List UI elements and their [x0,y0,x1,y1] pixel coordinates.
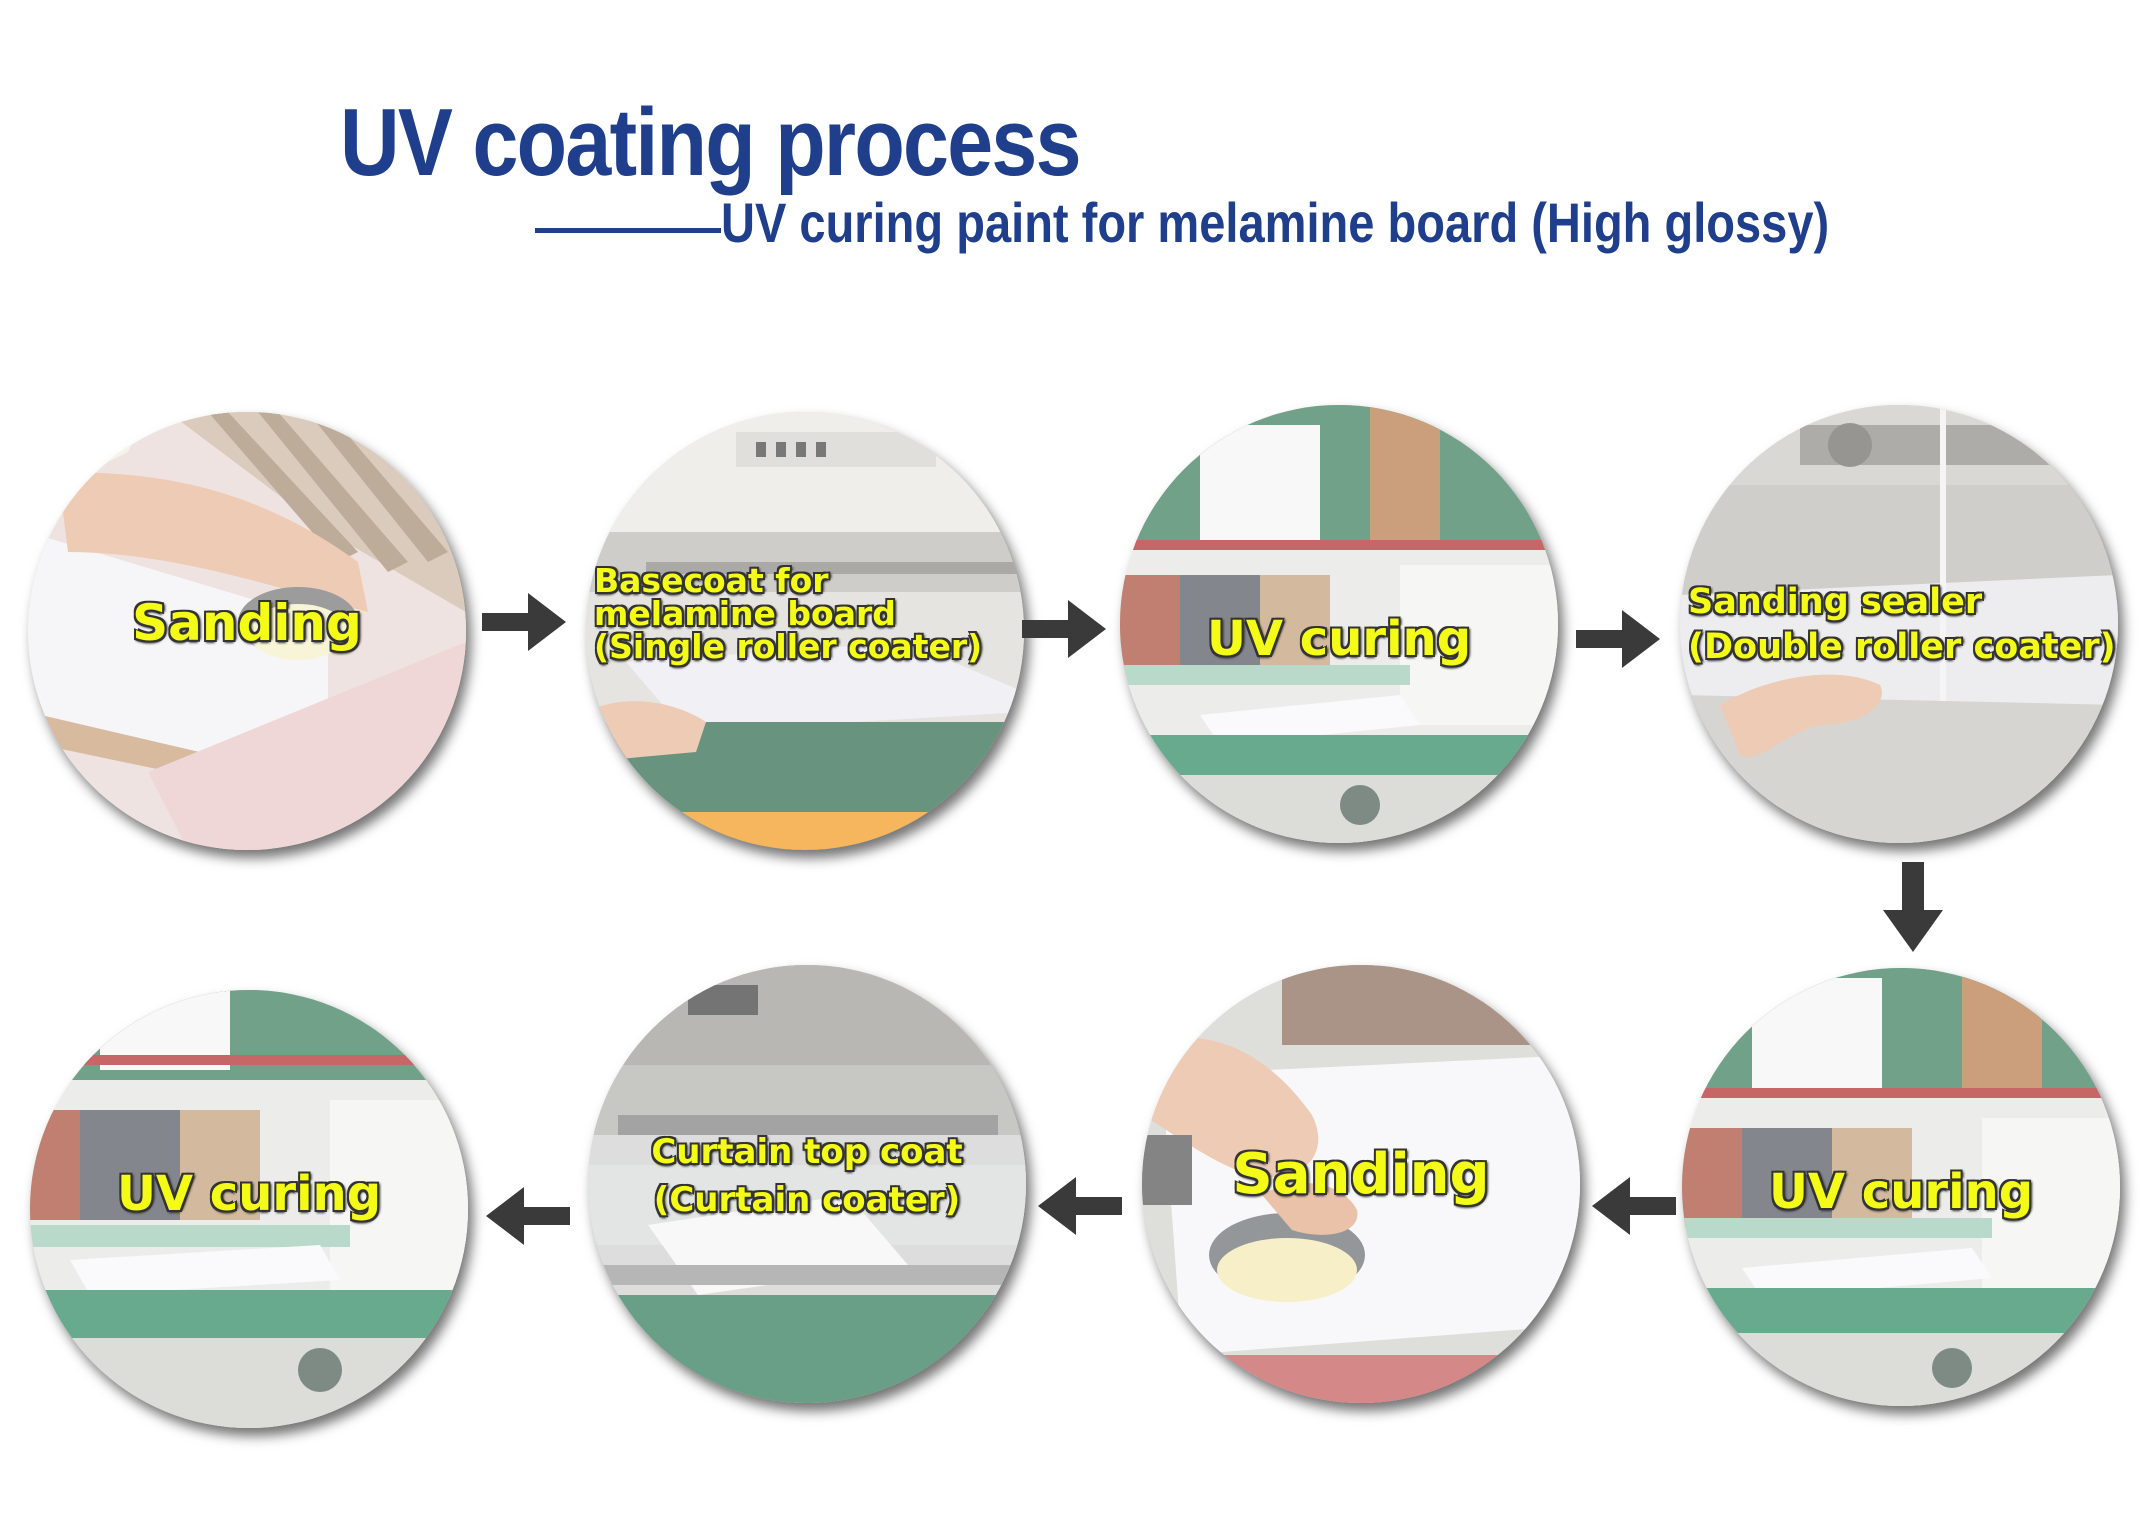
arrow-down-icon [1882,862,1944,952]
step-8-uv-curing: UV curing [30,990,468,1428]
sanding-photo [28,412,466,850]
step-3-uv-curing: UV curing [1120,405,1558,843]
step-6-label: Sanding [1232,1142,1490,1207]
double-roller-photo [1680,405,2118,843]
roller-coater-photo [586,412,1024,850]
step-5-label: UV curing [1768,1164,2034,1220]
step-8-label: UV curing [116,1166,382,1222]
arrow-left-icon [1038,1175,1122,1237]
step-1-label: Sanding [132,594,362,652]
page-title: UV coating process [340,89,1082,196]
uv-curing-photo [1682,968,2120,1406]
page-subtitle: UV curing paint for melamine board (High… [721,191,1830,254]
step-2-label: Basecoat for melamine board (Single roll… [594,561,983,666]
step-7-label: Curtain top coat (Curtain coater) [651,1132,963,1220]
uv-curing-photo [30,990,468,1428]
step-3-label: UV curing [1206,611,1472,667]
curtain-coater-photo [588,965,1026,1403]
arrow-right-icon [482,591,566,653]
arrow-right-icon [1576,608,1660,670]
arrow-right-icon [1022,598,1106,660]
step-7-curtain-top-coat: Curtain top coat (Curtain coater) [588,965,1026,1403]
subtitle-dash [535,228,721,233]
arrow-left-icon [1592,1175,1676,1237]
step-6-sanding: Sanding [1142,965,1580,1403]
step-4-sanding-sealer: Sanding sealer (Double roller coater) [1680,405,2118,843]
step-1-sanding: Sanding [28,412,466,850]
step-5-uv-curing: UV curing [1682,968,2120,1406]
step-2-basecoat: Basecoat for melamine board (Single roll… [586,412,1024,850]
arrow-left-icon [486,1185,570,1247]
uv-curing-photo [1120,405,1558,843]
step-4-label: Sanding sealer (Double roller coater) [1688,582,2116,667]
sanding-photo [1142,965,1580,1403]
